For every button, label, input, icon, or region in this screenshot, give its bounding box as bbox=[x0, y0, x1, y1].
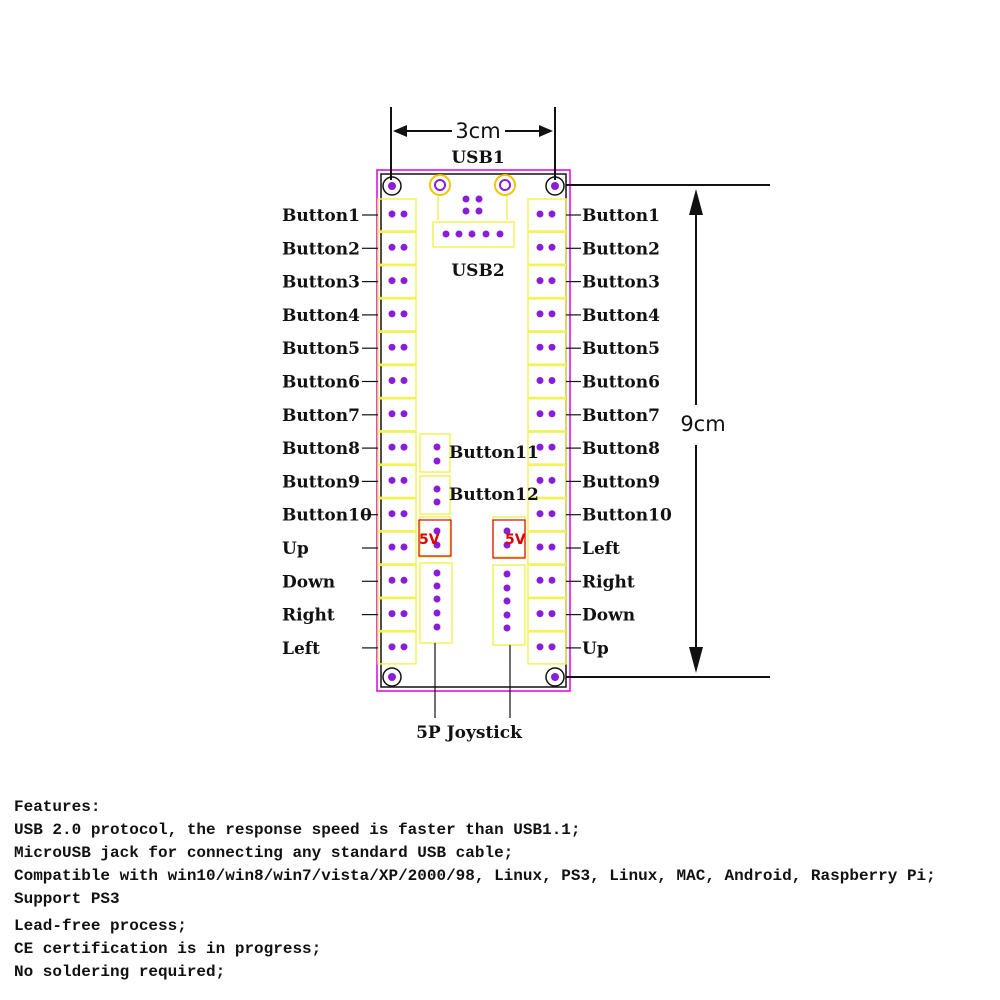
side-connector bbox=[377, 597, 417, 632]
side-connector bbox=[377, 298, 417, 332]
power-connector-right bbox=[492, 516, 526, 559]
height-arrowhead-top bbox=[689, 189, 703, 215]
joystick-connector-left bbox=[419, 562, 453, 644]
side-connector bbox=[377, 331, 417, 365]
feature-line: CE certification is in progress; bbox=[14, 940, 322, 958]
side-connector bbox=[377, 364, 417, 399]
button11-label: Button11 bbox=[449, 443, 539, 463]
side-connector bbox=[527, 331, 567, 365]
right-side-label: Button3 bbox=[582, 273, 660, 293]
side-connector bbox=[377, 398, 417, 432]
side-connector bbox=[377, 531, 417, 565]
side-connector bbox=[377, 631, 417, 665]
left-side-label: Button1 bbox=[282, 206, 360, 226]
right-side-label: Button4 bbox=[582, 306, 660, 326]
joystick-connector-right bbox=[492, 564, 526, 646]
left-side-label: Button5 bbox=[282, 339, 360, 359]
features-title: Features: bbox=[14, 798, 101, 816]
side-connector bbox=[377, 231, 417, 266]
side-connector bbox=[527, 364, 567, 399]
feature-line: MicroUSB jack for connecting any standar… bbox=[14, 844, 514, 862]
side-connector bbox=[527, 398, 567, 432]
left-side-label: Right bbox=[282, 606, 335, 626]
left-side-label: Button4 bbox=[282, 306, 360, 326]
button11-connector bbox=[419, 433, 451, 473]
side-connector bbox=[377, 431, 417, 465]
right-side-label: Button7 bbox=[582, 406, 660, 426]
side-connector bbox=[527, 631, 567, 665]
left-label-column: Button1Button2Button3Button4Button5Butto… bbox=[282, 206, 378, 659]
usb2-connector bbox=[432, 221, 515, 248]
board-outline bbox=[376, 169, 571, 692]
left-side-label: Button10 bbox=[282, 506, 372, 526]
right-side-label: Left bbox=[582, 539, 620, 559]
usb2-label: USB2 bbox=[451, 261, 504, 281]
side-connector bbox=[527, 564, 567, 599]
left-side-label: Left bbox=[282, 639, 320, 659]
pcb-diagram: 3cm USB1 9cm USB2 bbox=[282, 107, 770, 743]
right-side-label: Up bbox=[582, 639, 609, 659]
right-side-label: Button10 bbox=[582, 506, 672, 526]
side-connector bbox=[527, 597, 567, 632]
height-arrowhead-bottom bbox=[689, 647, 703, 673]
power-label-right: 5V bbox=[505, 532, 526, 548]
features-section: Features: USB 2.0 protocol, the response… bbox=[14, 796, 994, 984]
usb1-connector bbox=[429, 174, 516, 220]
power-label-left: 5V bbox=[419, 532, 440, 548]
right-side-label: Button1 bbox=[582, 206, 660, 226]
side-connector bbox=[527, 198, 567, 232]
power-connector-left bbox=[418, 516, 452, 558]
left-side-label: Button7 bbox=[282, 406, 360, 426]
height-label: 9cm bbox=[680, 412, 725, 436]
side-connector bbox=[377, 564, 417, 599]
right-connector-column bbox=[527, 198, 567, 665]
left-side-label: Button3 bbox=[282, 273, 360, 293]
side-connector bbox=[377, 464, 417, 499]
left-side-label: Button6 bbox=[282, 373, 360, 393]
left-side-label: Down bbox=[282, 572, 335, 592]
feature-line: USB 2.0 protocol, the response speed is … bbox=[14, 821, 581, 839]
width-arrowhead-left bbox=[393, 125, 407, 137]
usb1-label: USB1 bbox=[451, 148, 504, 168]
right-side-label: Right bbox=[582, 572, 635, 592]
side-connector bbox=[377, 198, 417, 232]
right-side-label: Button5 bbox=[582, 339, 660, 359]
button12-connector bbox=[419, 475, 451, 515]
feature-line: Compatible with win10/win8/win7/vista/XP… bbox=[14, 867, 936, 885]
mounting-holes bbox=[382, 176, 565, 687]
width-arrowhead-right bbox=[539, 125, 553, 137]
right-side-label: Down bbox=[582, 606, 635, 626]
left-side-label: Button2 bbox=[282, 239, 360, 259]
left-side-label: Up bbox=[282, 539, 309, 559]
left-side-label: Button8 bbox=[282, 439, 360, 459]
side-connector bbox=[527, 298, 567, 332]
side-connector bbox=[527, 231, 567, 266]
feature-line: No soldering required; bbox=[14, 963, 226, 981]
side-connector bbox=[377, 264, 417, 299]
right-side-label: Button6 bbox=[582, 373, 660, 393]
button12-label: Button12 bbox=[449, 485, 539, 505]
right-side-label: Button9 bbox=[582, 472, 660, 492]
left-side-label: Button9 bbox=[282, 472, 360, 492]
right-side-label: Button2 bbox=[582, 239, 660, 259]
side-connector bbox=[377, 497, 417, 532]
feature-line: Support PS3 bbox=[14, 890, 120, 908]
right-label-column: Button1Button2Button3Button4Button5Butto… bbox=[566, 206, 672, 659]
width-label: 3cm bbox=[455, 119, 500, 143]
joystick-label: 5P Joystick bbox=[416, 723, 523, 743]
side-connector bbox=[527, 531, 567, 565]
right-side-label: Button8 bbox=[582, 439, 660, 459]
left-connector-column bbox=[377, 198, 417, 665]
feature-line: Lead-free process; bbox=[14, 917, 187, 935]
side-connector bbox=[527, 264, 567, 299]
